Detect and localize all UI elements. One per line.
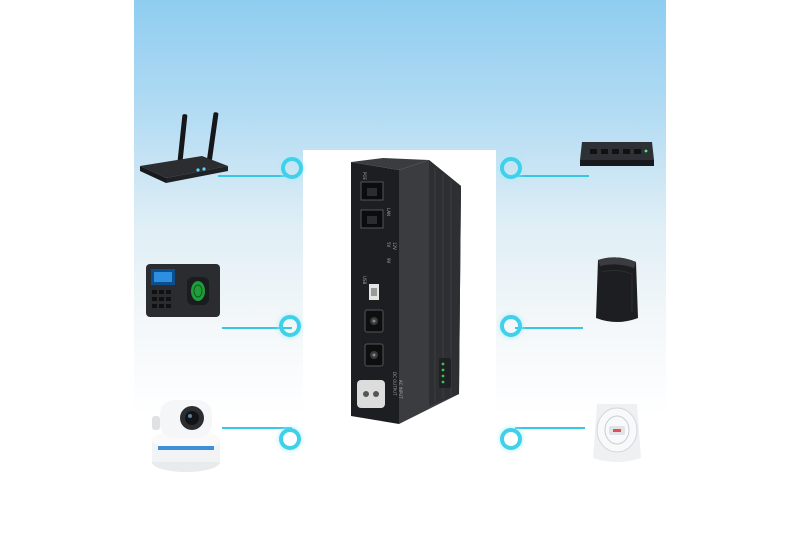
connector-line-detector [515, 427, 585, 429]
connector-line-switch [515, 175, 589, 177]
fingerprint-terminal-icon [145, 263, 221, 319]
network-switch-icon [578, 138, 656, 170]
port-label-5v: 5V [386, 242, 391, 248]
port-label-usb: USB [362, 276, 367, 284]
connector-ring-camera [279, 428, 301, 450]
port-label-9v: 9V [386, 258, 391, 264]
ip-camera-icon [148, 392, 224, 474]
connector-ring-switch [500, 157, 522, 179]
smoke-detector-icon [589, 400, 645, 466]
connector-ring-fingerprint [279, 315, 301, 337]
optical-modem-icon [592, 254, 642, 326]
port-label-lan: LAN [386, 208, 391, 216]
port-label-12v: 12V [392, 242, 397, 250]
wifi-router-icon [138, 108, 230, 188]
connector-line-camera [222, 427, 292, 429]
connector-ring-detector [500, 428, 522, 450]
connector-line-fingerprint [222, 327, 292, 329]
ups-device: POE LAN 5V 12V 9V USB DC OUTPUT AC INPUT [343, 158, 463, 430]
port-label-ac-input: AC INPUT [398, 380, 403, 399]
connector-ring-router [281, 157, 303, 179]
connector-line-router [218, 175, 292, 177]
connector-line-modem [515, 327, 583, 329]
port-label-dc-output: DC OUTPUT [392, 372, 397, 396]
connector-ring-modem [500, 315, 522, 337]
port-label-poe: POE [362, 172, 367, 181]
